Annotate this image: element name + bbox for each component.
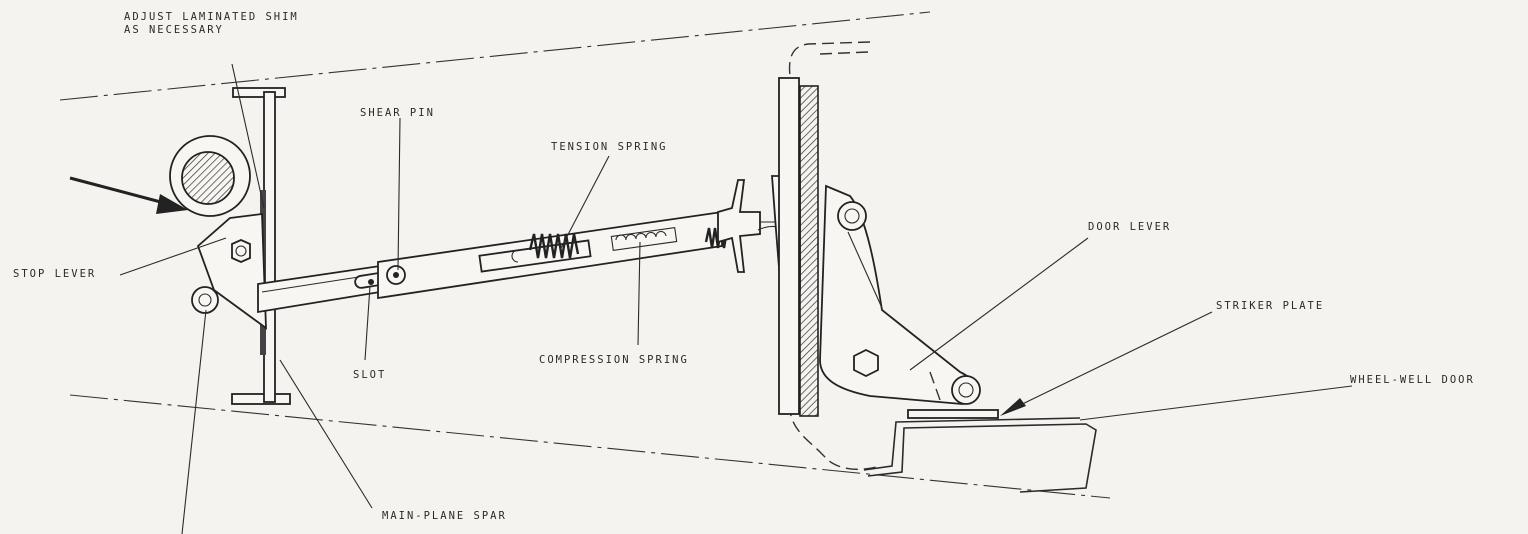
label-wheel-well-door: WHEEL-WELL DOOR — [1350, 374, 1475, 386]
label-door-lever: DOOR LEVER — [1088, 221, 1171, 233]
label-shear-pin: SHEAR PIN — [360, 107, 435, 119]
callout-labels: ADJUST LAMINATED SHIM AS NECESSARY SHEAR… — [13, 11, 1475, 522]
label-slot: SLOT — [353, 369, 386, 381]
label-main-plane-spar: MAIN-PLANE SPAR — [382, 510, 507, 522]
label-striker-plate: STRIKER PLATE — [1216, 300, 1324, 312]
pushrod — [257, 264, 392, 314]
label-adjust-shim-line2: AS NECESSARY — [124, 24, 224, 36]
label-stop-lever: STOP LEVER — [13, 268, 96, 280]
door-frame — [778, 41, 881, 471]
spring-housing — [377, 210, 729, 300]
stop-lever — [191, 212, 267, 330]
label-tension-spring: TENSION SPRING — [551, 141, 668, 153]
door-lever — [819, 184, 981, 405]
striker-plate — [1000, 398, 1026, 416]
leader-lines — [119, 63, 1353, 534]
label-adjust-shim-line1: ADJUST LAMINATED SHIM — [124, 11, 299, 23]
center-lines — [59, 11, 1111, 499]
wheel-well-door — [863, 409, 1097, 493]
direction-arrow — [69, 176, 188, 214]
label-compression-spring: COMPRESSION SPRING — [539, 354, 689, 366]
stop-shaft — [169, 135, 251, 217]
